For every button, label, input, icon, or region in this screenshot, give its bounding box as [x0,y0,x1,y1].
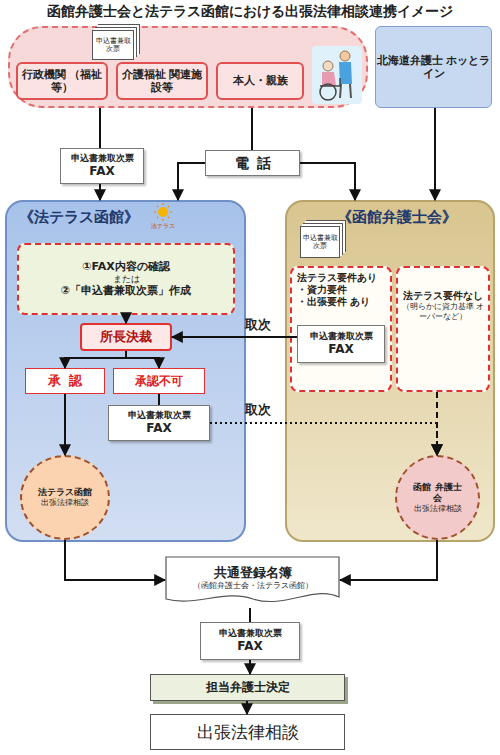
flow-connector [99,184,101,200]
node-text: FAX [328,342,353,356]
node-text: FAX [146,421,171,435]
node-text: （函館弁護士会・法テラス函館） [193,581,313,591]
logo-sun [158,207,168,217]
node-text: ・出張要件 あり [297,296,370,308]
person-illustration [312,46,362,104]
node-text: 法テラス函館 [38,487,92,498]
node-text: ①FAX内容の確認 [82,260,170,273]
node-text: 《法テラス函館》 [19,208,139,226]
source-box: 介護福祉 関連施設等 [116,62,208,100]
result-box: 出張法律相談 [150,714,345,750]
flow-connector [434,108,436,200]
node-text: ・資力要件 [297,284,347,296]
node-text: 出張法律相談 [414,504,462,514]
helper-legs [340,84,351,98]
hotline-box: 北海道弁護士 ホッとライン [375,26,492,108]
requirement-box: 法テラス要件なし（明らかに資力基準 オーバーなど） [396,266,490,392]
wheelchair-frame [320,78,340,86]
node-text: 申込書兼取次票 [94,37,132,53]
phone-box: 電話 [205,150,300,176]
node-text: 承認 [48,373,90,389]
node-text: 出張法律相談 [197,722,299,742]
node-text: 担当弁護士決定 [206,680,290,694]
node-text: 出張法律相談 [41,498,89,508]
fax-box: 申込書兼取次票FAX [60,148,144,184]
diagram-title: 函館弁護士会と法テラス函館における出張法律相談連携イメージ [0,3,500,21]
node-text: 申込書兼取次票 [310,331,373,342]
node-text: 本人・親族 [233,74,288,87]
node-text: （明らかに資力基準 オーバーなど） [398,302,488,321]
logo-text: 法テラス [151,222,175,231]
node-text: 電話 [235,155,279,172]
node-text: 申込書兼取次票 [128,410,191,421]
flow-connector [300,163,355,200]
consult-circle: 函館 弁護士会出張法律相談 [395,455,480,540]
flow-connector [249,608,251,622]
flow-connector [178,163,205,200]
source-box: 行政機関 （福祉等） [16,62,108,100]
flow-connector [99,108,101,148]
edge-label: 取次 [245,401,271,419]
flow-connector [340,540,437,580]
edge-label: 取次 [245,316,271,334]
node-text: 所長決裁 [100,329,152,345]
bar-region: 《函館弁護士会》申込書兼取次票法テラス要件あり・資力要件・出張要件 あり申込書兼… [285,200,495,542]
check-box: ①FAX内容の確認または②「申込書兼取次票」作成 [17,243,235,315]
node-text: 申込書兼取次票 [71,153,134,164]
flow-connector [246,701,248,714]
houterasu-region: 《法テラス函館》①FAX内容の確認または②「申込書兼取次票」作成所長決裁承認承認… [5,200,246,542]
fax-box: 申込書兼取次票FAX [108,405,210,441]
document-path [166,557,339,602]
node-text: 申込書兼取次票 [219,628,282,639]
flow-connector [65,540,165,580]
fax-box: 申込書兼取次票FAX [297,325,385,363]
illustration-background [312,46,362,104]
helper-body [339,62,352,84]
node-text: または [113,274,140,285]
node-text: 行政機関 （福祉等） [18,68,106,94]
document-icon: 申込書兼取次票 [92,30,134,60]
node-text: 共通登録名簿 [214,565,292,581]
decision-box: 所長決裁 [80,323,172,351]
node-text: FAX [237,639,262,653]
node-text: 《函館弁護士会》 [337,208,457,226]
node-text: 法テラス要件なし [403,290,483,302]
node-text: FAX [89,164,114,178]
node-text: ②「申込書兼取次票」作成 [61,284,191,297]
source-box: 本人・親族 [216,62,304,100]
consult-circle: 法テラス函館出張法律相談 [20,455,110,540]
fax-box: 申込書兼取次票FAX [200,622,300,660]
approve-box: 承認 [25,368,105,394]
document-icon: 申込書兼取次票 [300,226,340,258]
register-document: 共通登録名簿（函館弁護士会・法テラス函館） [165,556,340,608]
node-text: 函館 弁護士会 [412,482,464,504]
node-text: 承認不可 [135,374,183,388]
requirement-box: 法テラス要件あり・資力要件・出張要件 あり申込書兼取次票FAX [290,266,392,392]
node-text: 法テラス要件あり [297,272,377,284]
reject-box: 承認不可 [113,368,205,394]
node-text: 介護福祉 関連施設等 [118,68,206,94]
flow-connector [249,660,251,674]
flow-connector [251,108,253,150]
helper-head [340,51,350,61]
process-box: 担当弁護士決定 [150,674,345,701]
node-text: 北海道弁護士 ホッとライン [376,54,491,80]
senior-head [323,61,333,71]
node-text: 申込書兼取次票 [302,234,338,250]
